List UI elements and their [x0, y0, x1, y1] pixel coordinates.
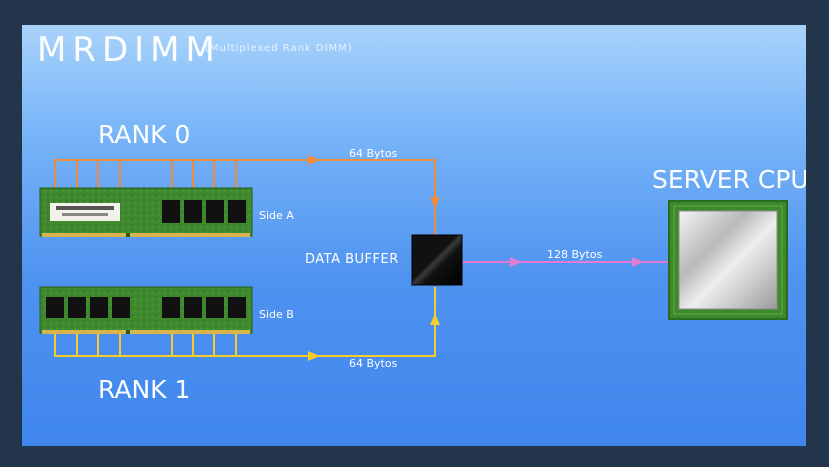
ram-module-icon — [39, 187, 253, 237]
bytes-bottom-label: 64 Bytos — [349, 357, 398, 370]
side-b-label: Side B — [259, 308, 294, 321]
server-cpu-label: SERVER CPU — [652, 165, 806, 194]
rank1-label: RANK 1 — [98, 375, 191, 404]
buffer-chip-icon — [411, 234, 463, 286]
rank0-arrow-down — [430, 197, 440, 209]
rank1-arrow-up — [430, 313, 440, 325]
subtitle: (Multiplexed Rank DIMM) — [205, 43, 353, 54]
title: MRDIMM — [37, 30, 221, 70]
bytes-out-label: 128 Bytos — [547, 248, 603, 261]
side-a-label: Side A — [259, 209, 294, 222]
diagram-graphics — [39, 155, 788, 361]
cpu-chip-icon — [668, 200, 788, 320]
bytes-top-label: 64 Bytos — [349, 147, 398, 160]
diagram-panel: MRDIMM (Multiplexed Rank DIMM) RANK 0 RA… — [22, 25, 806, 446]
cpu-bus-arrow-1 — [510, 257, 522, 267]
rank0-arrow-right — [308, 155, 320, 165]
cpu-bus-arrow-2 — [632, 257, 644, 267]
ram-module-icon — [39, 286, 253, 334]
rank1-arrow-right — [308, 351, 320, 361]
data-buffer-label: DATA BUFFER — [305, 252, 399, 267]
rank0-label: RANK 0 — [98, 120, 191, 149]
